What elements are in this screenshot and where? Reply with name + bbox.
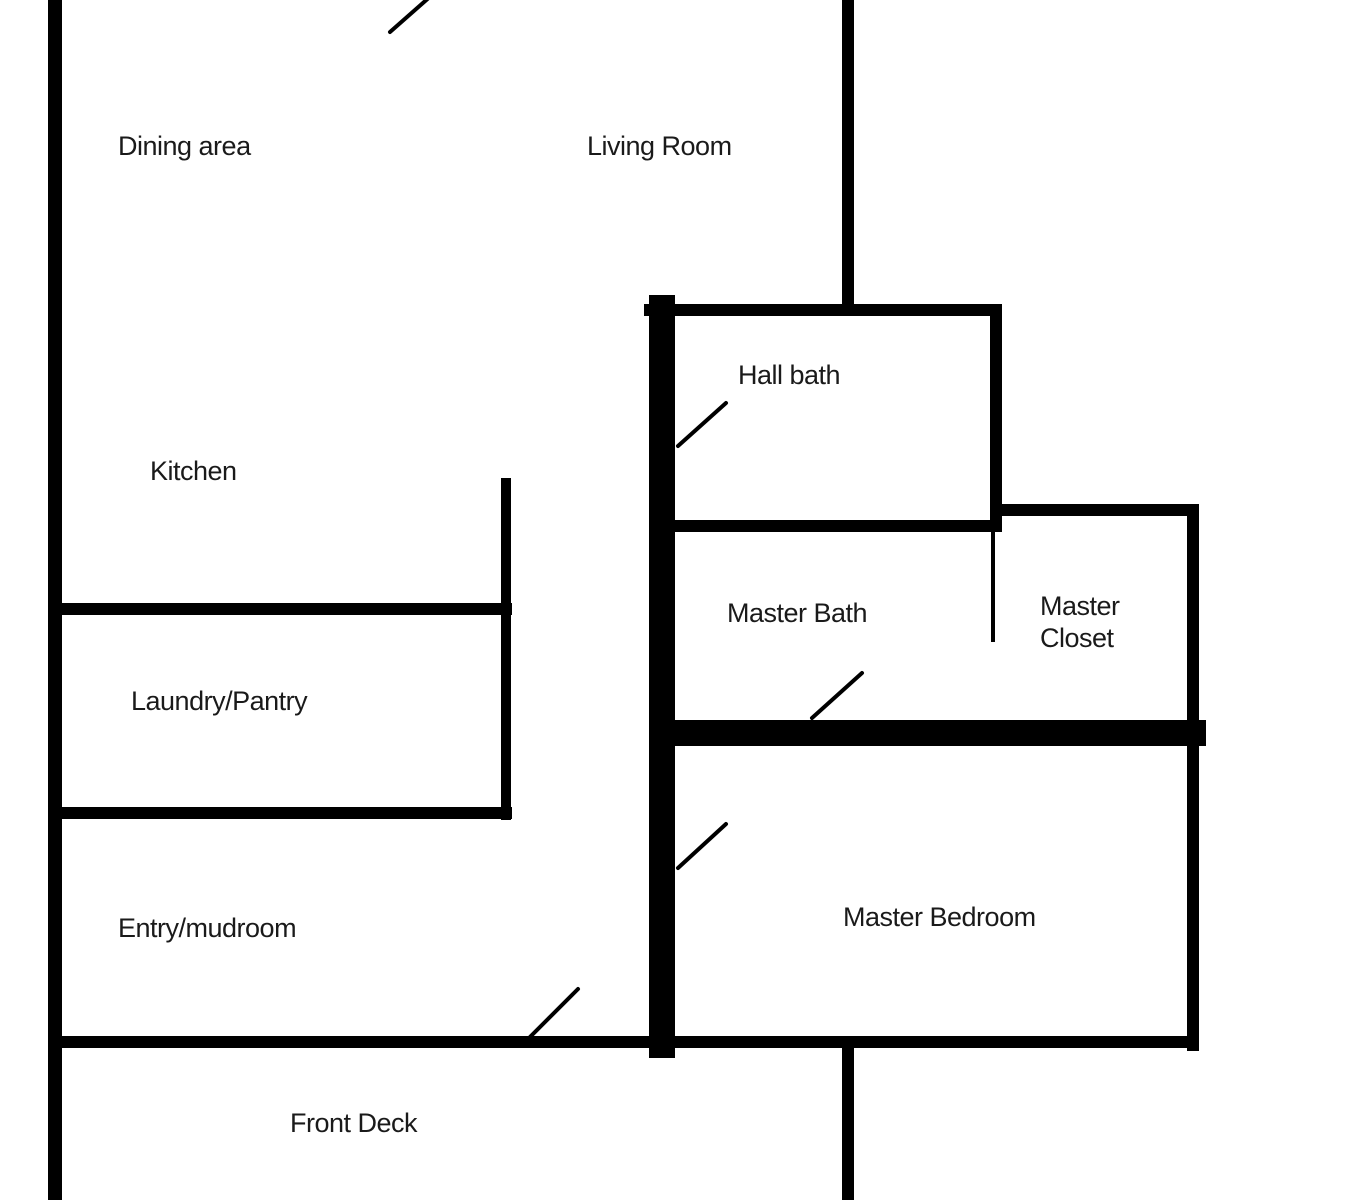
label-master-bedroom: Master Bedroom xyxy=(843,902,1036,932)
label-master-closet-line2: Closet xyxy=(1040,623,1114,653)
door-entry xyxy=(525,987,580,1042)
label-entry-mudroom: Entry/mudroom xyxy=(118,913,297,943)
label-laundry-pantry: Laundry/Pantry xyxy=(131,686,308,716)
label-kitchen: Kitchen xyxy=(150,456,237,486)
label-dining-area: Dining area xyxy=(118,131,251,161)
label-master-closet-line1: Master xyxy=(1040,591,1120,621)
door-top xyxy=(388,0,430,34)
label-living-room: Living Room xyxy=(587,131,732,161)
door-master-bath xyxy=(810,671,864,720)
label-hall-bath: Hall bath xyxy=(738,360,841,390)
label-front-deck: Front Deck xyxy=(290,1108,418,1138)
door-hall-bath xyxy=(676,401,728,448)
door-master-bedroom xyxy=(676,822,728,870)
label-master-bath: Master Bath xyxy=(727,598,868,628)
